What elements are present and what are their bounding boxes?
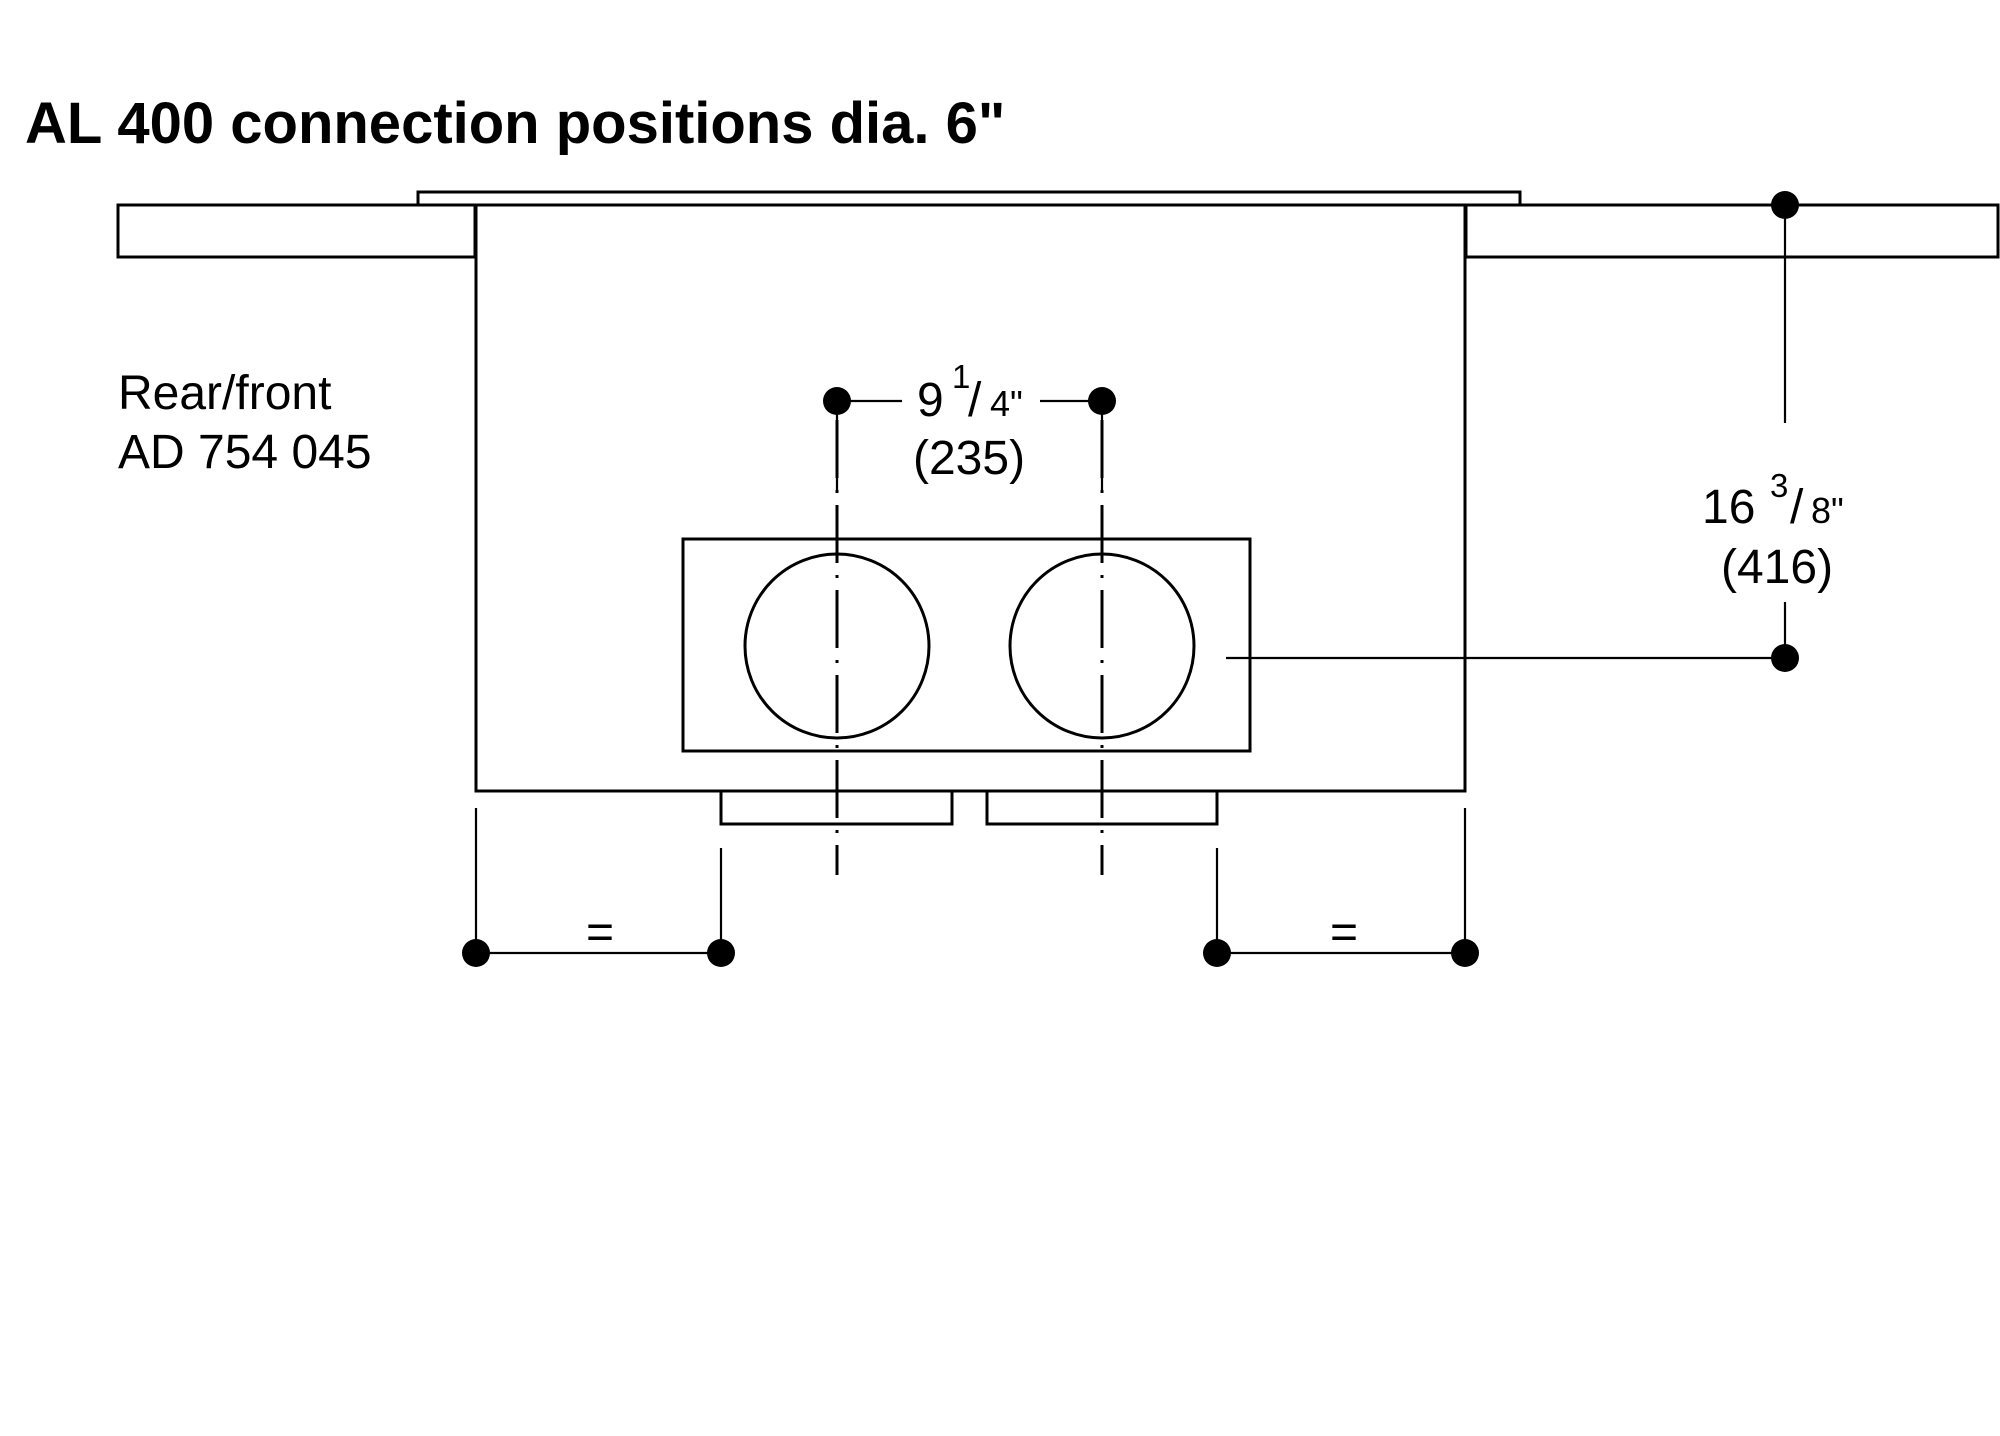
connection-box [681,537,1252,753]
diagram-title: AL 400 connection positions dia. 6" [25,91,1005,156]
dimension-equal-left: = [462,808,735,967]
height-metric: (416) [1721,541,1833,594]
dimension-spacing: 9 1 / 4" (235) [823,358,1116,490]
equal-sign-right: = [1330,906,1358,959]
height-whole: 16 [1702,481,1755,534]
main-housing [474,203,1467,793]
spacing-denominator: 4" [990,383,1023,424]
ceiling-left [116,203,477,259]
equal-sign-left: = [586,906,614,959]
height-denominator: 8" [1811,490,1844,531]
spacing-numerator: 1 [952,358,970,395]
side-label-line1: Rear/front [118,367,331,420]
height-numerator: 3 [1770,467,1788,504]
top-plate [416,190,1522,207]
ceiling-right [1464,203,2000,259]
dimension-equal-right: = [1203,808,1479,967]
spacing-slash: / [968,374,982,427]
spacing-metric: (235) [913,432,1025,485]
height-slash: / [1790,481,1804,534]
spacing-whole: 9 [917,374,944,427]
side-label-line2: AD 754 045 [118,426,372,479]
dimension-height: 16 3 / 8" (416) [1226,191,1844,672]
